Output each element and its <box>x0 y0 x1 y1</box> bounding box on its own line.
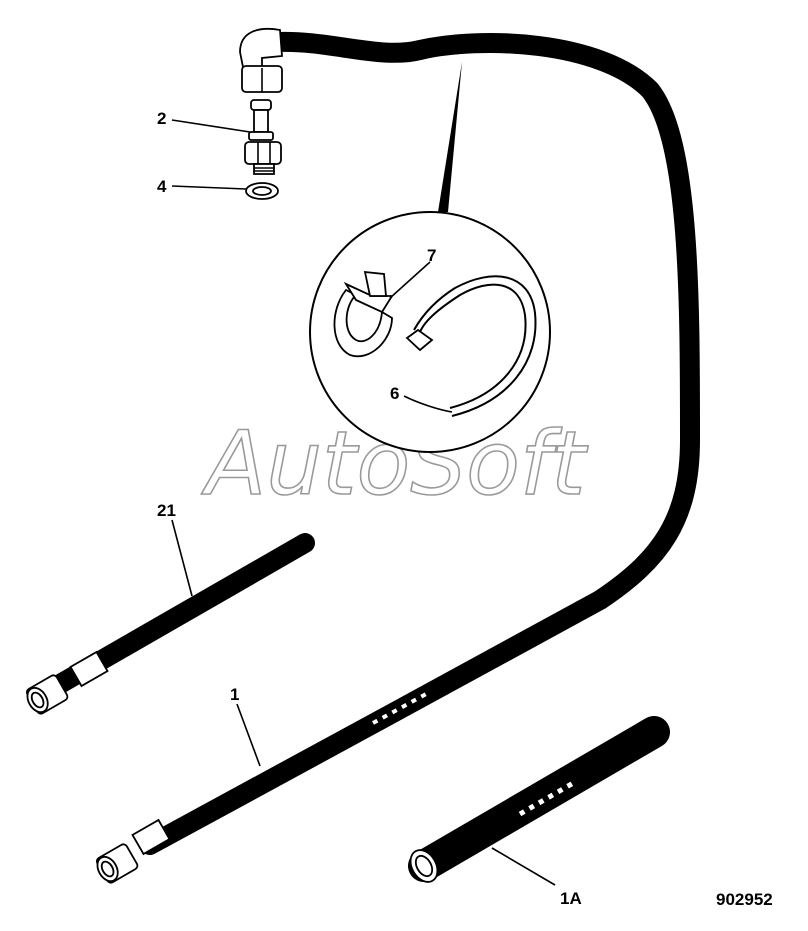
cable-tie-part-6 <box>405 275 537 417</box>
leader-lines <box>171 119 556 886</box>
tube-part-1a <box>408 716 670 883</box>
callout-4: 4 <box>157 177 167 196</box>
detail-pointer <box>438 62 462 212</box>
elbow-fitting <box>239 28 283 93</box>
callout-1a: 1A <box>560 889 582 908</box>
clip-part-7 <box>333 270 394 358</box>
hose-part-1-fitting <box>95 818 171 884</box>
callout-6: 6 <box>390 384 399 403</box>
hose-part-21 <box>25 533 315 715</box>
detail-circle <box>309 211 551 453</box>
document-number: 902952 <box>716 890 773 909</box>
callout-21: 21 <box>157 501 176 520</box>
callout-1: 1 <box>230 685 239 704</box>
callout-2: 2 <box>157 109 166 128</box>
callout-7: 7 <box>427 246 436 265</box>
washer-part-4 <box>245 182 279 200</box>
adaptor-part-2 <box>244 99 282 175</box>
main-hose <box>140 31 700 855</box>
